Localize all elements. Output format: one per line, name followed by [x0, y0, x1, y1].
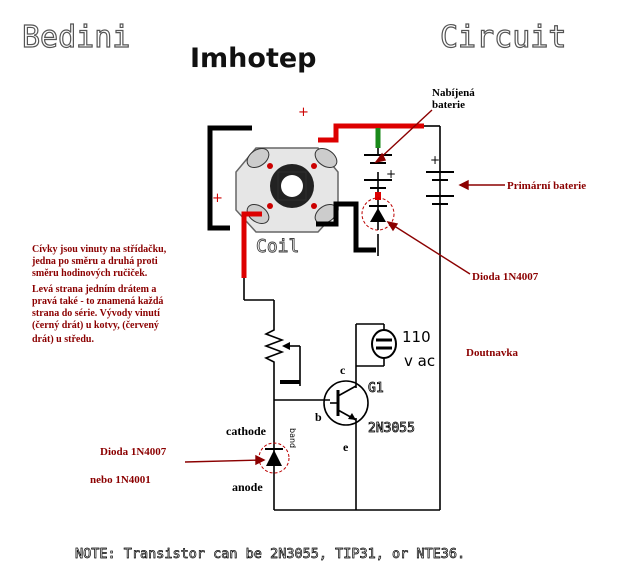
charged-battery-label-line2: baterie — [432, 99, 465, 111]
diode-band-label: band — [288, 428, 297, 448]
title-circuit: Circuit — [440, 20, 566, 55]
anode-label: anode — [232, 480, 263, 494]
diode-bottom-alt-label: nebo 1N4001 — [90, 474, 151, 486]
transistor-name-label: G1 — [368, 381, 384, 396]
red-wire-top — [318, 123, 424, 143]
transistor-pin-e: e — [343, 440, 349, 454]
diode-bottom-label: Dioda 1N4007 — [100, 446, 167, 458]
diode-top — [361, 197, 395, 231]
circuit-wires — [243, 125, 441, 511]
transistor-pin-b: b — [315, 410, 322, 424]
primary-battery-label: Primární baterie — [507, 180, 586, 192]
magnet-top-right — [314, 147, 338, 169]
rotor-assembly — [235, 147, 339, 233]
neon-lamp — [371, 329, 397, 359]
title-imhotep: Imhotep — [190, 43, 317, 74]
note-line: pravá také - to znamená každá — [32, 296, 163, 307]
note-line: směru hodinových ručiček. — [32, 268, 148, 279]
plus-primary-battery: + — [430, 153, 440, 167]
neon-vac-label: v ac — [404, 352, 435, 370]
charged-battery-label-line1: Nabíjená — [432, 87, 475, 99]
red-plus-terminal — [375, 192, 381, 200]
transistor-pin-c: c — [340, 363, 346, 377]
diode-top-label: Dioda 1N4007 — [472, 271, 539, 283]
neon-110-label: 110 — [402, 328, 431, 346]
transistor-model-label: 2N3055 — [368, 421, 415, 436]
cathode-label: cathode — [226, 424, 267, 438]
neon-name-label: Doutnavka — [466, 347, 518, 359]
note-line: Cívky jsou vinuty na střídačku, — [32, 244, 167, 255]
magnet-top-left — [246, 147, 270, 169]
resistor — [263, 324, 285, 366]
note-line: (černý drát) u kotvy, (červený — [32, 320, 159, 331]
charged-battery — [364, 154, 392, 189]
annotation-arrows — [184, 109, 505, 466]
black-wire-right — [316, 201, 376, 253]
note-line: strana do série. Vývody vinutí — [32, 308, 160, 319]
transistor — [323, 380, 369, 426]
black-wire-left — [207, 125, 252, 231]
note-line: drát) u středu. — [32, 334, 94, 345]
note-line: jedna po směru a druhá proti — [31, 256, 158, 267]
winding-note: Cívky jsou vinuty na střídačku, jedna po… — [31, 244, 167, 345]
note-line: Levá strana jedním drátem a — [32, 284, 156, 295]
coil-label: Coil — [256, 236, 299, 257]
red-wire-left — [241, 211, 262, 278]
primary-battery — [426, 171, 454, 205]
footer-note: NOTE: Transistor can be 2N3055, TIP31, o… — [75, 546, 465, 562]
plus-left: + — [212, 191, 223, 206]
title-bedini: Bedini — [22, 20, 130, 55]
plus-top: + — [298, 105, 309, 120]
plus-charged-battery: + — [386, 167, 396, 181]
